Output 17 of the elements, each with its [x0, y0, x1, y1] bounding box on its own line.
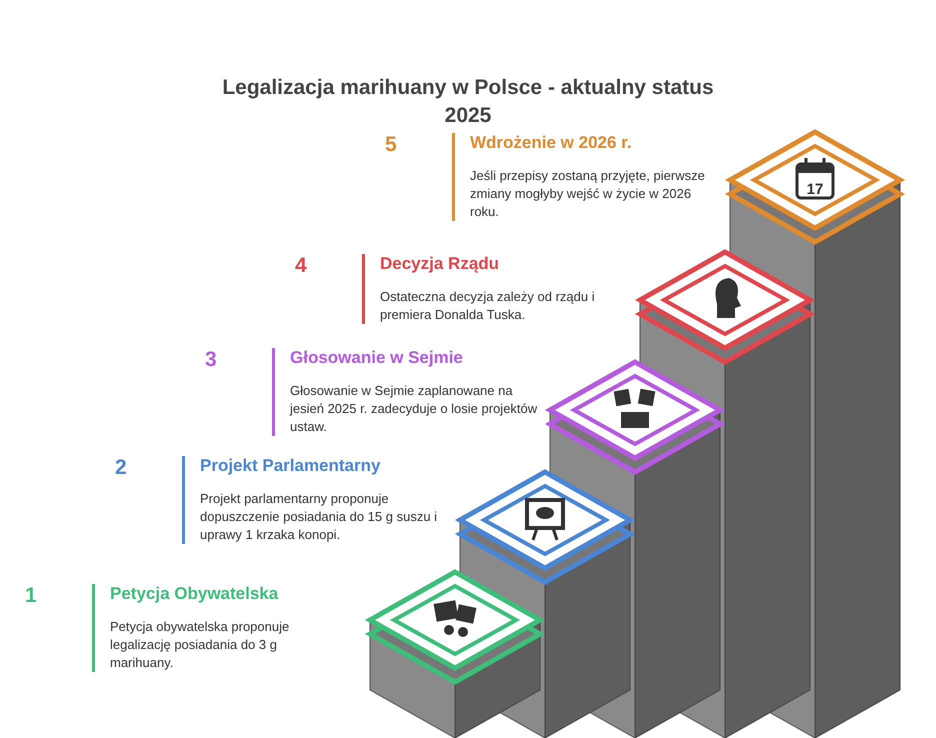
step-heading: Wdrożenie w 2026 r.: [470, 133, 633, 153]
step-number: 4: [295, 254, 307, 278]
step-number: 3: [205, 348, 217, 372]
step-heading: Projekt Parlamentarny: [200, 456, 382, 476]
step-number: 1: [25, 584, 37, 608]
diagram-title: Legalizacja marihuany w Polsce - aktualny status 2025: [221, 75, 715, 129]
calendar-date: 17: [806, 181, 824, 198]
step-heading: Decyzja Rządu: [380, 254, 500, 274]
step-description: Petycja obywatelska proponuje legalizację posiadania do 3 g marihuany.: [110, 618, 290, 672]
step-description: Głosowanie w Sejmie zaplanowane na jesień 2025 r. zadecyduje o losie projektów ustaw.: [290, 382, 538, 436]
step-description: Ostateczna decyzja zależy od rządu i premiera Donalda Tuska.: [380, 288, 596, 324]
step-heading: Petycja Obywatelska: [110, 584, 280, 604]
step-heading: Głosowanie w Sejmie: [290, 348, 464, 368]
step-number: 2: [115, 456, 127, 480]
step-number: 5: [385, 133, 397, 157]
step-description: Projekt parlamentarny proponuje dopuszczenie posiadania do 15 g suszu i uprawy 1 krzaka konopi.: [200, 490, 438, 544]
step-description: Jeśli przepisy zostaną przyjęte, pierwsze zmiany mogłyby wejść w życie w 2026 roku.: [470, 167, 706, 221]
